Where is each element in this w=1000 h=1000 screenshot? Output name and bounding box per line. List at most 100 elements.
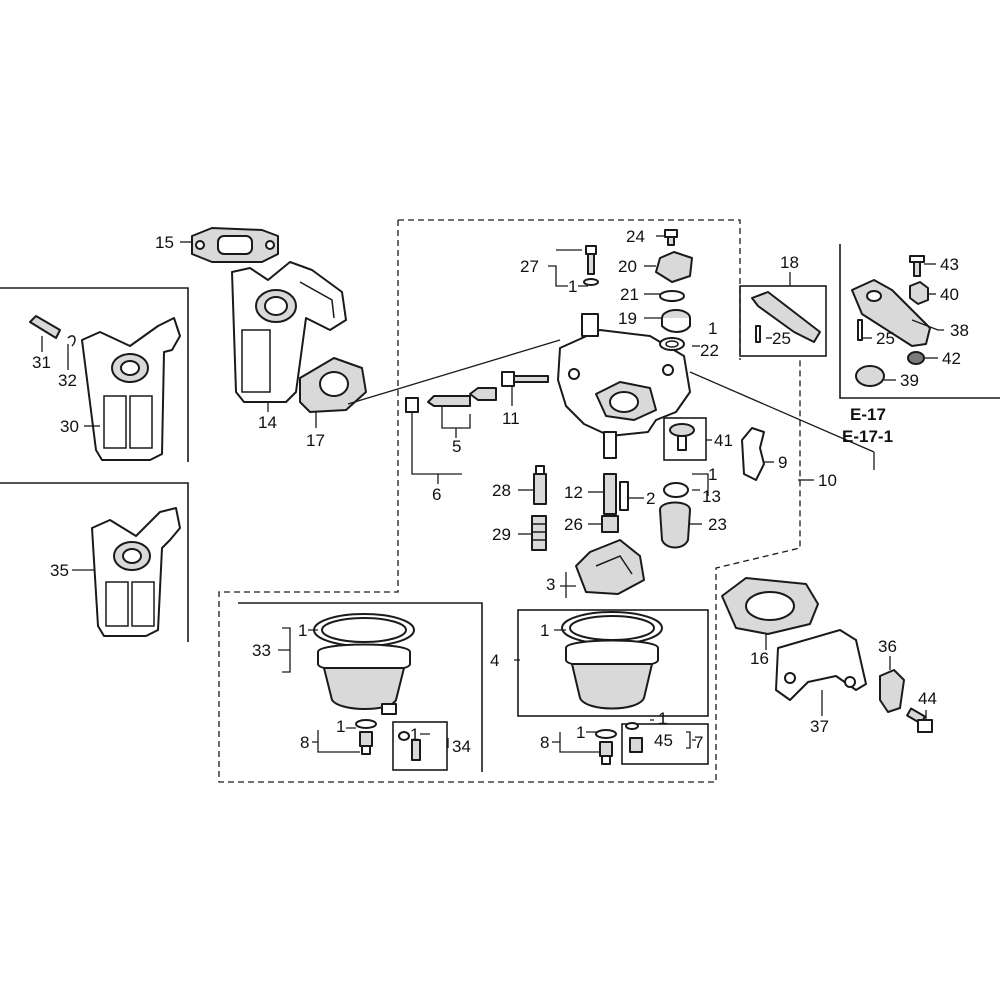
screw-11: [501, 371, 549, 387]
callout-7-qty: 1: [658, 709, 667, 728]
callout-16: 16: [750, 649, 769, 668]
lever-38: [851, 279, 931, 347]
callout-3: 3: [546, 575, 555, 594]
callout-4-qty: 1: [540, 621, 549, 640]
callout-35: 35: [50, 561, 69, 580]
callout-11: 11: [502, 409, 520, 428]
callout-8b: 8: [540, 733, 549, 752]
insulator-14: [231, 261, 347, 403]
callout-18: 18: [780, 253, 799, 272]
callout-22: 22: [700, 341, 719, 360]
jet-26: [601, 515, 619, 533]
callout-13-qty: 1: [708, 465, 717, 484]
screw-27: [583, 245, 599, 286]
reference-e17: E-17: [850, 405, 886, 424]
callout-39: 39: [900, 371, 919, 390]
callout-21: 21: [620, 285, 639, 304]
screw-24: [664, 229, 678, 246]
washer-21: [659, 290, 685, 302]
screw-43: [909, 255, 925, 277]
callout-25-a: 25: [772, 329, 791, 348]
callout-43: 43: [940, 255, 959, 274]
frame-part-18: [739, 285, 827, 357]
callout-34-qty: 1: [410, 725, 419, 744]
gasket-13: [663, 482, 689, 498]
callout-2: 2: [646, 489, 655, 508]
jet-29: [531, 515, 547, 551]
callout-34: 34: [452, 737, 471, 756]
callout-4: 4: [490, 651, 499, 670]
callout-labels: 15 14 17 31 32 30 35 27 1 24 20 21 19 1 …: [32, 227, 969, 756]
callout-26: 26: [564, 515, 583, 534]
callout-8a-qty: 1: [336, 717, 345, 736]
bracket-30: [81, 317, 181, 461]
callout-7: 7: [694, 733, 703, 752]
callout-32: 32: [58, 371, 77, 390]
clip-32: [67, 335, 76, 347]
callout-33-qty: 1: [298, 621, 307, 640]
screw-set-5: [405, 387, 497, 413]
callout-6: 6: [432, 485, 441, 504]
bracket-37: [775, 629, 867, 701]
callout-12: 12: [564, 483, 583, 502]
frame-part-33: [238, 602, 483, 772]
cover-20: [655, 251, 693, 283]
callout-23: 23: [708, 515, 727, 534]
float-3: [575, 539, 645, 595]
gasket-16: [721, 577, 819, 635]
reference-e17-1: E-17-1: [842, 427, 893, 446]
callout-37: 37: [810, 717, 829, 736]
pin-31: [29, 315, 61, 339]
nut-40: [909, 281, 929, 305]
frame-part-38: [839, 244, 1000, 399]
washer-bolt-8a: [355, 719, 377, 755]
callout-19: 19: [618, 309, 637, 328]
bracket-35: [91, 507, 181, 637]
callout-38: 38: [950, 321, 969, 340]
frame-part-35: [0, 482, 189, 642]
valve-41: [669, 423, 695, 451]
callout-14: 14: [258, 413, 277, 432]
o-ring-22: [659, 337, 685, 351]
callout-45: 45: [654, 731, 673, 750]
bolt-23: [659, 501, 691, 549]
lever-18: [751, 291, 821, 343]
frame-part-7: [621, 723, 709, 765]
frame-part-30: [0, 287, 189, 462]
spring-39: [855, 365, 885, 387]
valve-19: [661, 309, 691, 333]
callout-17: 17: [306, 431, 325, 450]
callout-44: 44: [918, 689, 937, 708]
callout-29: 29: [492, 525, 511, 544]
callout-15: 15: [155, 233, 174, 252]
callout-8a: 8: [300, 733, 309, 752]
callout-8b-qty: 1: [576, 723, 585, 742]
callout-10: 10: [818, 471, 837, 490]
clamp-36: [879, 669, 905, 713]
float-chamber-33: [313, 613, 415, 715]
carburetor-body: [557, 313, 691, 459]
float-pin-9: [741, 427, 765, 481]
frame-part-34: [392, 721, 448, 771]
frame-part-4: [517, 609, 709, 717]
callout-13: 13: [702, 487, 721, 506]
callout-33: 33: [252, 641, 271, 660]
callout-31: 31: [32, 353, 51, 372]
callout-25-b: 25: [876, 329, 895, 348]
needle-2: [619, 481, 629, 511]
callout-24: 24: [626, 227, 645, 246]
frame-part-41: [663, 417, 707, 461]
callout-40: 40: [940, 285, 959, 304]
drain-bolt-45: [625, 722, 643, 753]
gasket-17: [299, 339, 561, 413]
callout-20: 20: [618, 257, 637, 276]
jet-28: [533, 465, 547, 505]
callout-28: 28: [492, 481, 511, 500]
callout-30: 30: [60, 417, 79, 436]
callout-19-qty: 1: [708, 319, 717, 338]
float-chamber-4: [561, 611, 663, 710]
callout-27: 27: [520, 257, 539, 276]
callout-41: 41: [714, 431, 733, 450]
